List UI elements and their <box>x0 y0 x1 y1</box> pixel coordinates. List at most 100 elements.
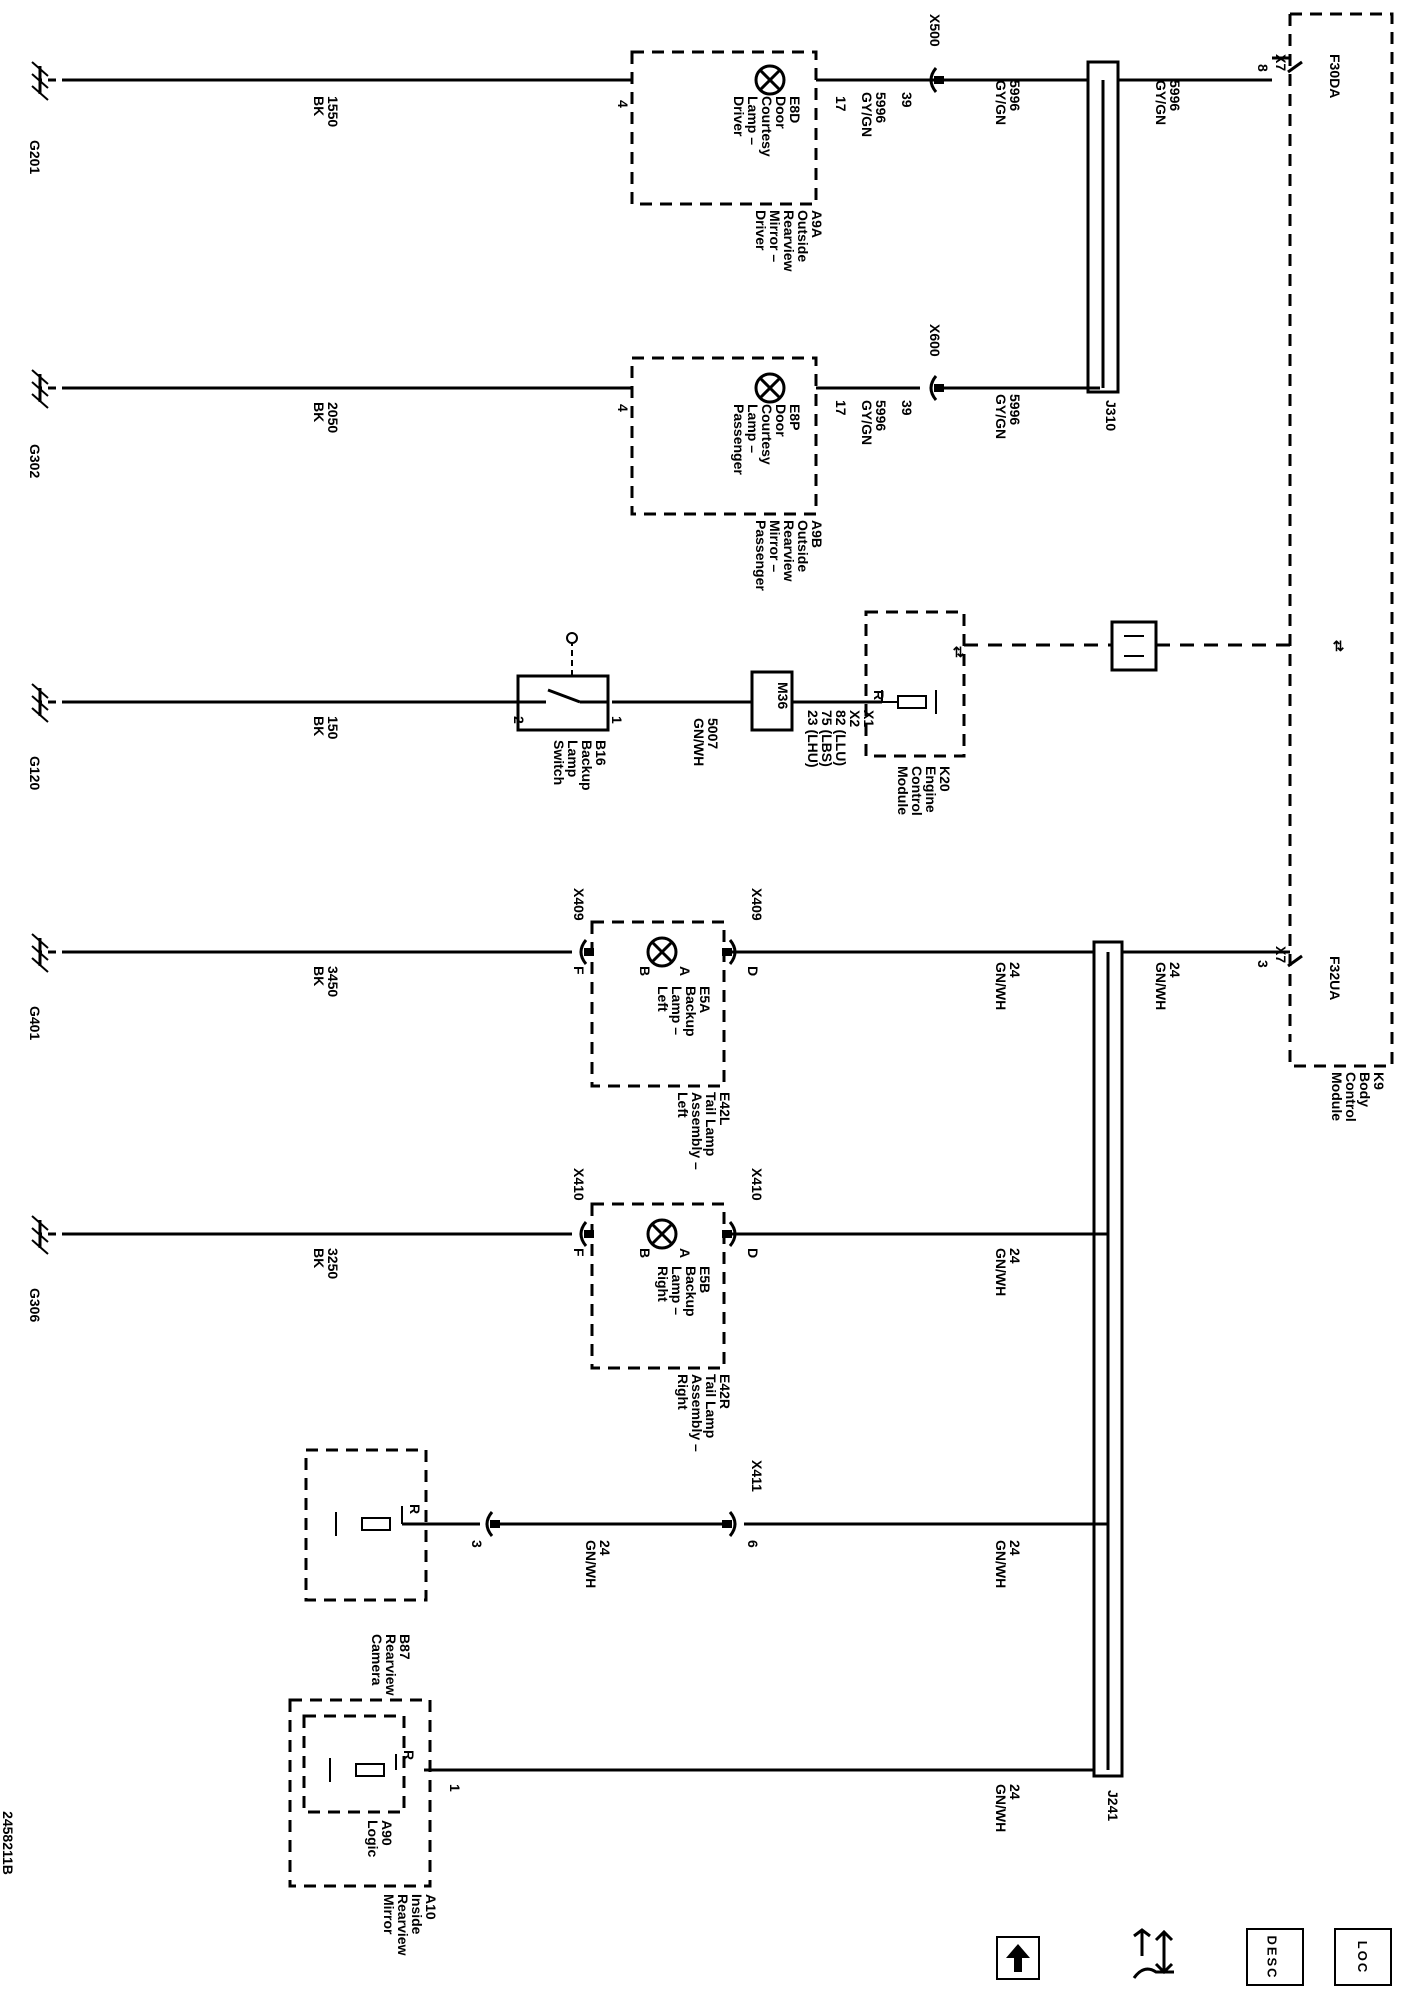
k20-box <box>864 610 966 758</box>
f30da-fuse-contact <box>1287 60 1303 74</box>
ground-g120-tick <box>31 683 49 699</box>
description-icon[interactable]: DESC <box>1246 1928 1304 1986</box>
e8p-lamp-cross <box>758 376 782 400</box>
k20-label: K20EngineControlModule <box>895 766 953 816</box>
f30da-label: F30DA <box>1327 54 1343 98</box>
b87-box <box>304 1448 428 1602</box>
ground-g120-tick <box>31 707 49 723</box>
k20-serial-icon: ⇄ <box>951 646 967 658</box>
circuit-5007-label: 5007GN/WH <box>691 718 721 766</box>
e8d-pin-4: 4 <box>615 100 631 108</box>
e5a-lamp-cross <box>650 940 674 964</box>
ground-g201-tick <box>31 73 49 89</box>
x411-connector-3 <box>485 1511 494 1537</box>
k9-label: K9BodyControlModule <box>1329 1072 1387 1122</box>
x411-label: X411 <box>749 1460 765 1492</box>
circuit-2050-label: 2050BK <box>311 402 341 433</box>
ground-g120-tick <box>31 695 49 711</box>
b87-label: B87RearviewCamera <box>369 1634 413 1696</box>
x410-f-label: X410 <box>571 1168 587 1201</box>
circuit-24-label-3: 24GN/WH <box>993 1248 1023 1296</box>
x411-connector-3-pin <box>490 1520 500 1528</box>
circuit-24-label-4: 24GN/WH <box>993 1540 1023 1588</box>
x410-d-label: X410 <box>749 1168 765 1201</box>
e8p-pin-4: 4 <box>615 404 631 412</box>
description-icon-text: DESC <box>1264 1935 1280 1980</box>
j241-label: J241 <box>1105 1790 1121 1821</box>
f30da-pin: 8 <box>1255 64 1271 72</box>
b16-actuator-knob <box>566 632 578 644</box>
circuit-5996-label-5: 5996GY/GN <box>859 400 889 445</box>
f30da-connector: X7 <box>1273 54 1289 71</box>
k20-sensor-label: R <box>871 690 887 700</box>
ground-g306-tick <box>31 1215 49 1231</box>
x600-label: X600 <box>927 324 943 357</box>
ground-g401-tick <box>31 933 49 949</box>
x410-f-connector <box>579 1221 588 1247</box>
service-tool-icon[interactable] <box>1128 1926 1194 1988</box>
x600-connector <box>929 375 938 401</box>
circuit-24-label-1: 24GN/WH <box>1153 962 1183 1010</box>
x410-d-connector <box>728 1221 737 1247</box>
circuit-24-label-5: 24GN/WH <box>583 1540 613 1588</box>
circuit-1550-label: 1550BK <box>311 96 341 127</box>
e8d-lamp-cross <box>758 68 782 92</box>
e5b-pin-b: B <box>637 1248 653 1258</box>
a9a-box <box>630 50 818 206</box>
g306-label: G306 <box>27 1288 43 1322</box>
x409-d-connector-pin <box>722 948 732 956</box>
e42l-box <box>590 920 726 1088</box>
ground-g306-tick <box>31 1239 49 1255</box>
m36-connector <box>750 670 794 732</box>
body-control-module-box <box>1288 12 1394 1068</box>
f32ua-connector: X7 <box>1273 946 1289 963</box>
a10-pin-1: 1 <box>447 1784 463 1792</box>
ground-g401-tick <box>31 945 49 961</box>
x600-connector-pin <box>934 384 944 392</box>
x409-f-connector <box>579 939 588 965</box>
x411-connector-6 <box>728 1511 737 1537</box>
circuit-150-label: 150BK <box>311 716 341 740</box>
e5a-pin-d: D <box>745 966 761 976</box>
x500-connector <box>929 67 938 93</box>
circuit-3250-label: 3250BK <box>311 1248 341 1279</box>
x600-pin: 39 <box>899 400 915 416</box>
b16-label: B16BackupLampSwitch <box>551 740 609 791</box>
e5b-pin-f: F <box>571 1248 587 1257</box>
e5b-pin-a: A <box>677 1248 693 1258</box>
up-arrow-icon[interactable] <box>996 1936 1040 1980</box>
x410-f-connector-pin <box>584 1230 594 1238</box>
e42l-label: E42LTail LampAssembly –Left <box>675 1092 733 1170</box>
circuit-3450-label: 3450BK <box>311 966 341 997</box>
e42r-label: E42RTail LampAssembly –Right <box>675 1374 733 1452</box>
b16-blade <box>547 688 581 704</box>
x500-label: X500 <box>927 14 943 47</box>
e5a-pin-a: A <box>677 966 693 976</box>
a90-label: A90Logic <box>365 1820 395 1858</box>
ground-g302-tick <box>31 393 49 409</box>
circuit-5996-label-4: 5996GY/GN <box>859 92 889 137</box>
location-icon[interactable]: LOC <box>1334 1928 1392 1986</box>
a90-sensor-label: R <box>401 1750 417 1760</box>
circuit-5996-label-1: 5996GY/GN <box>1153 80 1183 125</box>
circuit-5996-label-3: 5996GY/GN <box>993 394 1023 439</box>
x409-f-connector-pin <box>584 948 594 956</box>
x409-f-label: X409 <box>571 888 587 921</box>
e5a-pin-b: B <box>637 966 653 976</box>
x500-pin: 39 <box>899 92 915 108</box>
x411-pin-6: 6 <box>745 1540 761 1548</box>
document-id: 2458211B <box>0 1811 16 1875</box>
ground-g302-tick <box>31 369 49 385</box>
ground-g302-tick <box>31 381 49 397</box>
g201-label: G201 <box>27 140 43 174</box>
g302-label: G302 <box>27 444 43 478</box>
g120-label: G120 <box>27 756 43 790</box>
e5a-pin-f: F <box>571 966 587 975</box>
serial-data-icon <box>1110 620 1158 672</box>
e42r-box <box>590 1202 726 1370</box>
b87-resistor <box>361 1517 391 1531</box>
e8d-pin-17: 17 <box>833 96 849 112</box>
a10-label: A10InsideRearviewMirror <box>381 1894 439 1956</box>
